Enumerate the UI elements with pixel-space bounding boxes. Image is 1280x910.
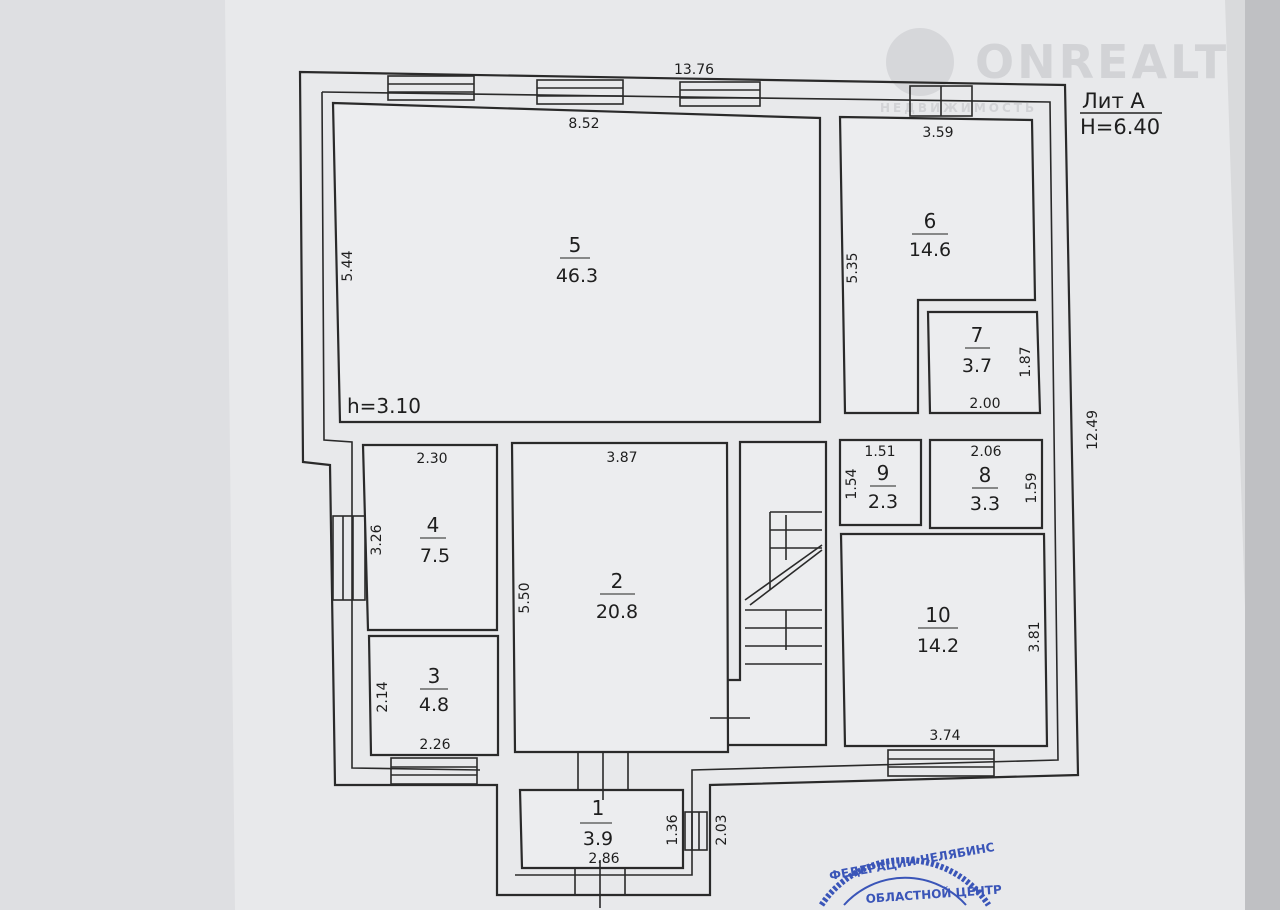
dimension: 13.76 xyxy=(674,62,714,78)
dimension: 2.14 xyxy=(375,681,391,712)
dimension: 1.54 xyxy=(844,468,860,499)
room-3[interactable] xyxy=(367,634,500,757)
room-5[interactable] xyxy=(331,101,822,424)
room-area: 3.3 xyxy=(970,493,1000,515)
room-8[interactable] xyxy=(928,438,1044,530)
stamp-inner-ring xyxy=(843,876,967,906)
room-number: 8 xyxy=(979,463,992,487)
dimension: 2.26 xyxy=(419,737,450,753)
room-10[interactable] xyxy=(839,532,1049,748)
dimension: 1.87 xyxy=(1018,346,1034,377)
room-number: 6 xyxy=(924,209,937,233)
dimension: 3.26 xyxy=(369,524,385,555)
room-9[interactable] xyxy=(838,438,923,527)
room-7[interactable] xyxy=(926,310,1042,415)
windows xyxy=(332,75,995,908)
room-labels: 5 46.3 6 14.6 7 3.7 9 2.3 8 3.3 10 14.2 … xyxy=(419,209,1000,850)
inner-wall-line xyxy=(321,91,1059,876)
building-height: H=6.40 xyxy=(1080,115,1160,139)
dimension: 1.36 xyxy=(665,814,681,845)
room-area: 3.7 xyxy=(962,355,992,377)
room-area: 20.8 xyxy=(596,601,638,623)
dimension: 2.00 xyxy=(969,396,1000,412)
room-area: 46.3 xyxy=(556,265,598,287)
room-number: 3 xyxy=(428,664,441,688)
inner-wall-line-left xyxy=(321,91,481,771)
dimension: 1.59 xyxy=(1024,472,1040,503)
stair-steps xyxy=(710,511,823,719)
dimension: 2.06 xyxy=(970,444,1001,460)
dimension: 2.86 xyxy=(588,851,619,867)
lit-label: Лит А xyxy=(1082,89,1145,113)
room-area: 2.3 xyxy=(868,491,898,513)
dimension: 5.35 xyxy=(845,252,861,283)
dimension-labels: 13.76 12.49 8.52 5.44 3.59 5.35 2.00 1.8… xyxy=(340,62,1101,867)
watermark-house-icon xyxy=(886,28,954,96)
room-area: 14.2 xyxy=(917,635,959,657)
room-number: 1 xyxy=(592,796,605,820)
stamp-outer-ring xyxy=(818,857,992,907)
paper-fold xyxy=(0,0,235,910)
room-area: 3.9 xyxy=(583,828,613,850)
paper-edge xyxy=(1245,0,1280,910)
dimension: 3.81 xyxy=(1027,621,1043,652)
dimension: 3.74 xyxy=(929,728,960,744)
room-number: 10 xyxy=(925,603,950,627)
outer-wall xyxy=(298,70,1080,897)
room-number: 5 xyxy=(569,233,582,257)
room-2[interactable] xyxy=(510,441,730,754)
dimension: 5.50 xyxy=(517,582,533,613)
ceiling-height: h=3.10 xyxy=(347,394,421,418)
room-number: 4 xyxy=(427,513,440,537)
room-area: 7.5 xyxy=(420,545,450,567)
dimension: 8.52 xyxy=(568,116,599,132)
watermark-brand: ONREALT xyxy=(975,35,1229,89)
dimension: 5.44 xyxy=(340,250,356,281)
room-number: 9 xyxy=(877,461,890,485)
dimension: 2.03 xyxy=(714,814,730,845)
dimension: 3.59 xyxy=(922,125,953,141)
watermark-subtitle: НЕДВИЖИМОСТЬ xyxy=(880,101,1037,115)
room-area: 14.6 xyxy=(909,239,951,261)
dimension: 1.51 xyxy=(864,444,895,460)
room-area: 4.8 xyxy=(419,694,449,716)
dimension: 2.30 xyxy=(416,451,447,467)
room-number: 7 xyxy=(971,323,984,347)
dimension: 3.87 xyxy=(606,450,637,466)
header-label: Лит А H=6.40 xyxy=(1080,89,1162,139)
room-number: 2 xyxy=(611,569,624,593)
room-6[interactable] xyxy=(838,115,1037,415)
dimension: 12.49 xyxy=(1085,410,1101,450)
watermark: ONREALT НЕДВИЖИМОСТЬ xyxy=(880,28,1229,115)
